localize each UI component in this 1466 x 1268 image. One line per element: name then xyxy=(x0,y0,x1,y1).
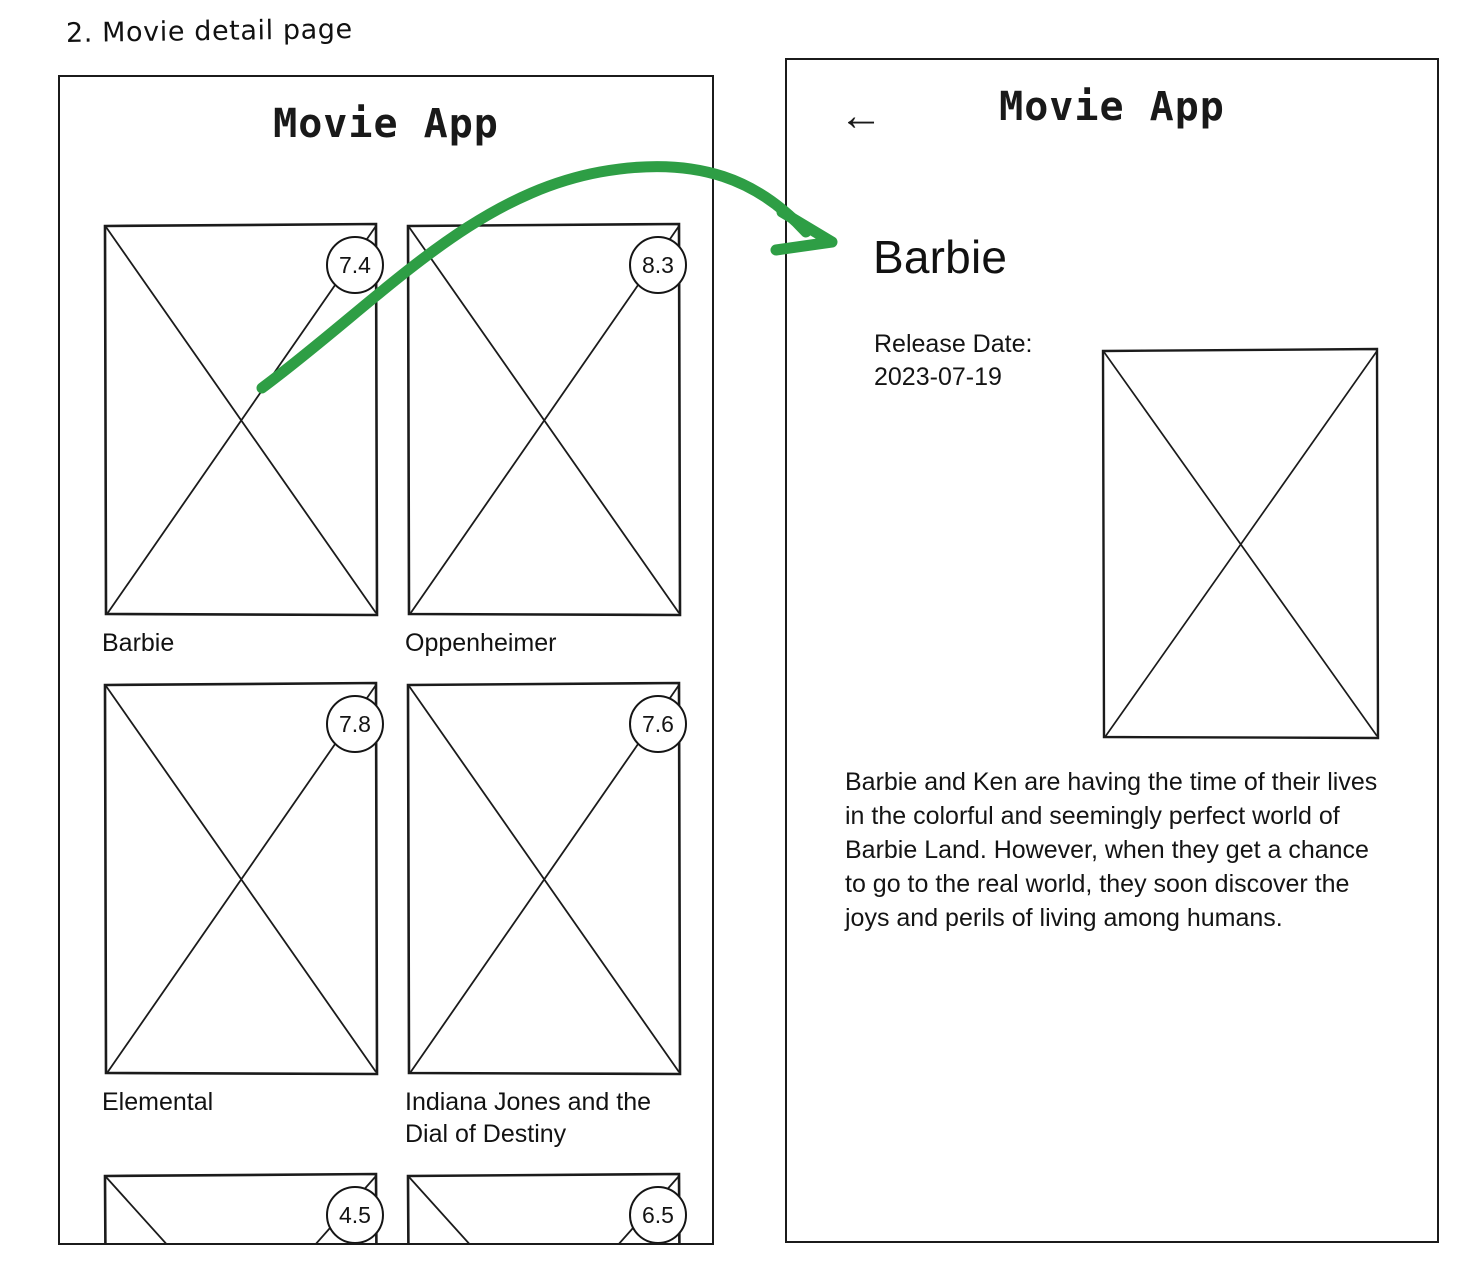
rating-badge: 4.5 xyxy=(326,1186,384,1243)
movie-card-label: Indiana Jones and the Dial of Destiny xyxy=(405,1088,652,1148)
movie-card-indiana-jones[interactable]: 7.6 Indiana Jones and the Dial of Destin… xyxy=(405,681,687,1150)
rating-badge: 7.6 xyxy=(629,695,687,753)
detail-overview-text: Barbie and Ken are having the time of th… xyxy=(845,768,1378,932)
arrow-left-icon[interactable]: ← xyxy=(839,91,883,140)
poster-placeholder xyxy=(405,681,682,1077)
movie-detail-screen: ← Movie App Barbie Release Date: 2023-07… xyxy=(785,58,1439,1243)
detail-screen-content: ← Movie App Barbie Release Date: 2023-07… xyxy=(787,60,1437,1241)
movie-grid-row: 7.4 Barbie 8.3 Oppenheimer xyxy=(102,222,687,659)
detail-app-bar: ← Movie App xyxy=(787,60,1437,170)
poster-placeholder xyxy=(102,681,379,1077)
movie-card-oppenheimer[interactable]: 8.3 Oppenheimer xyxy=(405,222,687,659)
detail-app-title: Movie App xyxy=(999,84,1225,130)
movie-grid-row: 7.8 Elemental 7.6 Indiana Jones and the … xyxy=(102,681,687,1150)
movie-grid-row: 4.5 6.5 xyxy=(102,1172,687,1243)
rating-badge: 8.3 xyxy=(629,236,687,294)
detail-movie-title: Barbie xyxy=(873,231,1008,283)
detail-poster-placeholder xyxy=(1100,347,1380,741)
detail-body: Barbie Release Date: 2023-07-19 Barbie a… xyxy=(787,170,1437,1241)
movie-card-partial-left[interactable]: 4.5 xyxy=(102,1172,384,1243)
movie-card-label: Barbie xyxy=(102,629,175,657)
rating-badge: 6.5 xyxy=(629,1186,687,1243)
movie-card-barbie[interactable]: 7.4 Barbie xyxy=(102,222,384,659)
movie-card-label: Elemental xyxy=(102,1088,214,1116)
annotation-title: 2. Movie detail page xyxy=(65,13,353,50)
movie-card-elemental[interactable]: 7.8 Elemental xyxy=(102,681,384,1150)
movie-card-label: Oppenheimer xyxy=(405,629,557,657)
list-app-title: Movie App xyxy=(273,101,499,147)
movie-grid: 7.4 Barbie 8.3 Oppenheimer xyxy=(102,222,687,1243)
detail-release-date: Release Date: 2023-07-19 xyxy=(874,330,1033,391)
movie-list-screen: Movie App 7.4 Barbie xyxy=(58,75,714,1245)
movie-card-partial-right[interactable]: 6.5 xyxy=(405,1172,687,1243)
rating-badge: 7.4 xyxy=(326,236,384,294)
list-app-bar: Movie App xyxy=(60,77,712,187)
list-screen-content: Movie App 7.4 Barbie xyxy=(60,77,712,1243)
rating-badge: 7.8 xyxy=(326,695,384,753)
